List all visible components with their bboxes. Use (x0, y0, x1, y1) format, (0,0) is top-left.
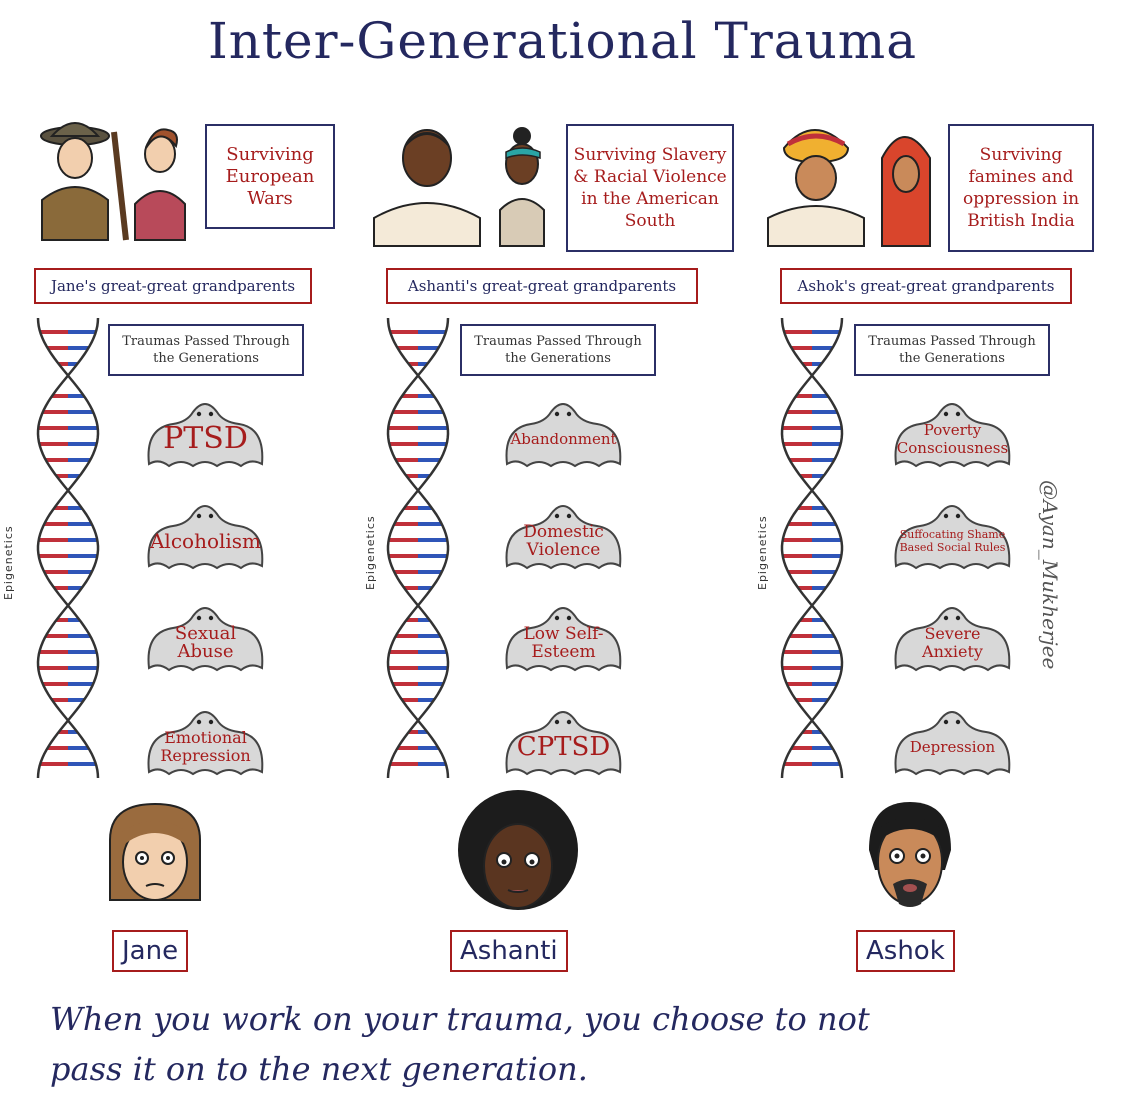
ghost-icon (147, 711, 264, 776)
dna-strand (386, 318, 450, 778)
ghost-icon (894, 607, 1011, 672)
person-name-jane: Jane (112, 930, 189, 972)
ghost-icon (505, 403, 622, 468)
trauma-ghost: Depression (890, 706, 1015, 776)
page-title: Inter-Generational Trauma (207, 12, 918, 70)
ashok-face-illustration (869, 802, 951, 907)
dna-strand (386, 318, 450, 778)
ghost-icon (505, 505, 622, 570)
ghost-icon (894, 505, 1011, 570)
enslaved-couple-illustration (373, 127, 545, 247)
ashanti-face-illustration (458, 790, 578, 910)
footer-line-2: pass it on to the next generation. (50, 1050, 588, 1088)
ghost-icon (147, 607, 264, 672)
trauma-ghost: CPTSD (501, 706, 626, 776)
ghost-icon (894, 403, 1011, 468)
dna-strand (780, 318, 844, 778)
grandparents-label: Ashok's great-great grandparents (780, 268, 1072, 304)
trauma-ghost: Severe Anxiety (890, 602, 1015, 672)
column-ashok: Surviving famines and oppression in Brit… (756, 0, 1120, 1119)
dna-helix-icon (386, 318, 450, 778)
trauma-ghost: Alcoholism (143, 500, 268, 570)
epigenetics-label: Epigenetics (756, 515, 769, 590)
event-box: Surviving European Wars (205, 124, 335, 229)
ghost-icon (147, 403, 264, 468)
event-box: Surviving Slavery & Racial Violence in t… (566, 124, 734, 252)
grandparents-label: Ashanti's great-great grandparents (386, 268, 698, 304)
dna-strand (780, 318, 844, 778)
column-jane: Surviving European Wars Jane's great-gre… (2, 0, 380, 1119)
ghost-icon (147, 505, 264, 570)
dna-helix-icon (36, 318, 100, 778)
trauma-ghost: Emotional Repression (143, 706, 268, 776)
jane-face-illustration (109, 802, 201, 901)
artist-credit: @Ayan_Mukherjee (1038, 480, 1062, 670)
footer-line-1: When you work on your trauma, you choose… (50, 1000, 870, 1038)
trauma-ghost: Abandonment (501, 398, 626, 468)
traumas-passed-label: Traumas Passed Through the Generations (460, 324, 656, 376)
epigenetics-label: Epigenetics (2, 525, 15, 600)
trauma-ghost: PTSD (143, 398, 268, 468)
traumas-passed-label: Traumas Passed Through the Generations (108, 324, 304, 376)
dna-strand (36, 318, 100, 778)
soldier-couple-illustration (40, 122, 186, 241)
epigenetics-label: Epigenetics (364, 515, 377, 590)
person-name-ashanti: Ashanti (450, 930, 568, 972)
trauma-ghost: Low Self-Esteem (501, 602, 626, 672)
trauma-ghost: Domestic Violence (501, 500, 626, 570)
grandparents-label: Jane's great-great grandparents (34, 268, 312, 304)
ghost-icon (505, 711, 622, 776)
ghost-icon (505, 607, 622, 672)
trauma-ghost: Sexual Abuse (143, 602, 268, 672)
trauma-ghost: Poverty Consciousness (890, 398, 1015, 468)
ghost-icon (894, 711, 1011, 776)
person-name-ashok: Ashok (856, 930, 955, 972)
event-box: Surviving famines and oppression in Brit… (948, 124, 1094, 252)
farmer-couple-illustration (767, 129, 931, 247)
column-ashanti: Surviving Slavery & Racial Violence in t… (364, 0, 734, 1119)
dna-helix-icon (780, 318, 844, 778)
traumas-passed-label: Traumas Passed Through the Generations (854, 324, 1050, 376)
trauma-ghost: Suffocating Shame Based Social Rules (890, 500, 1015, 570)
dna-strand (36, 318, 100, 778)
